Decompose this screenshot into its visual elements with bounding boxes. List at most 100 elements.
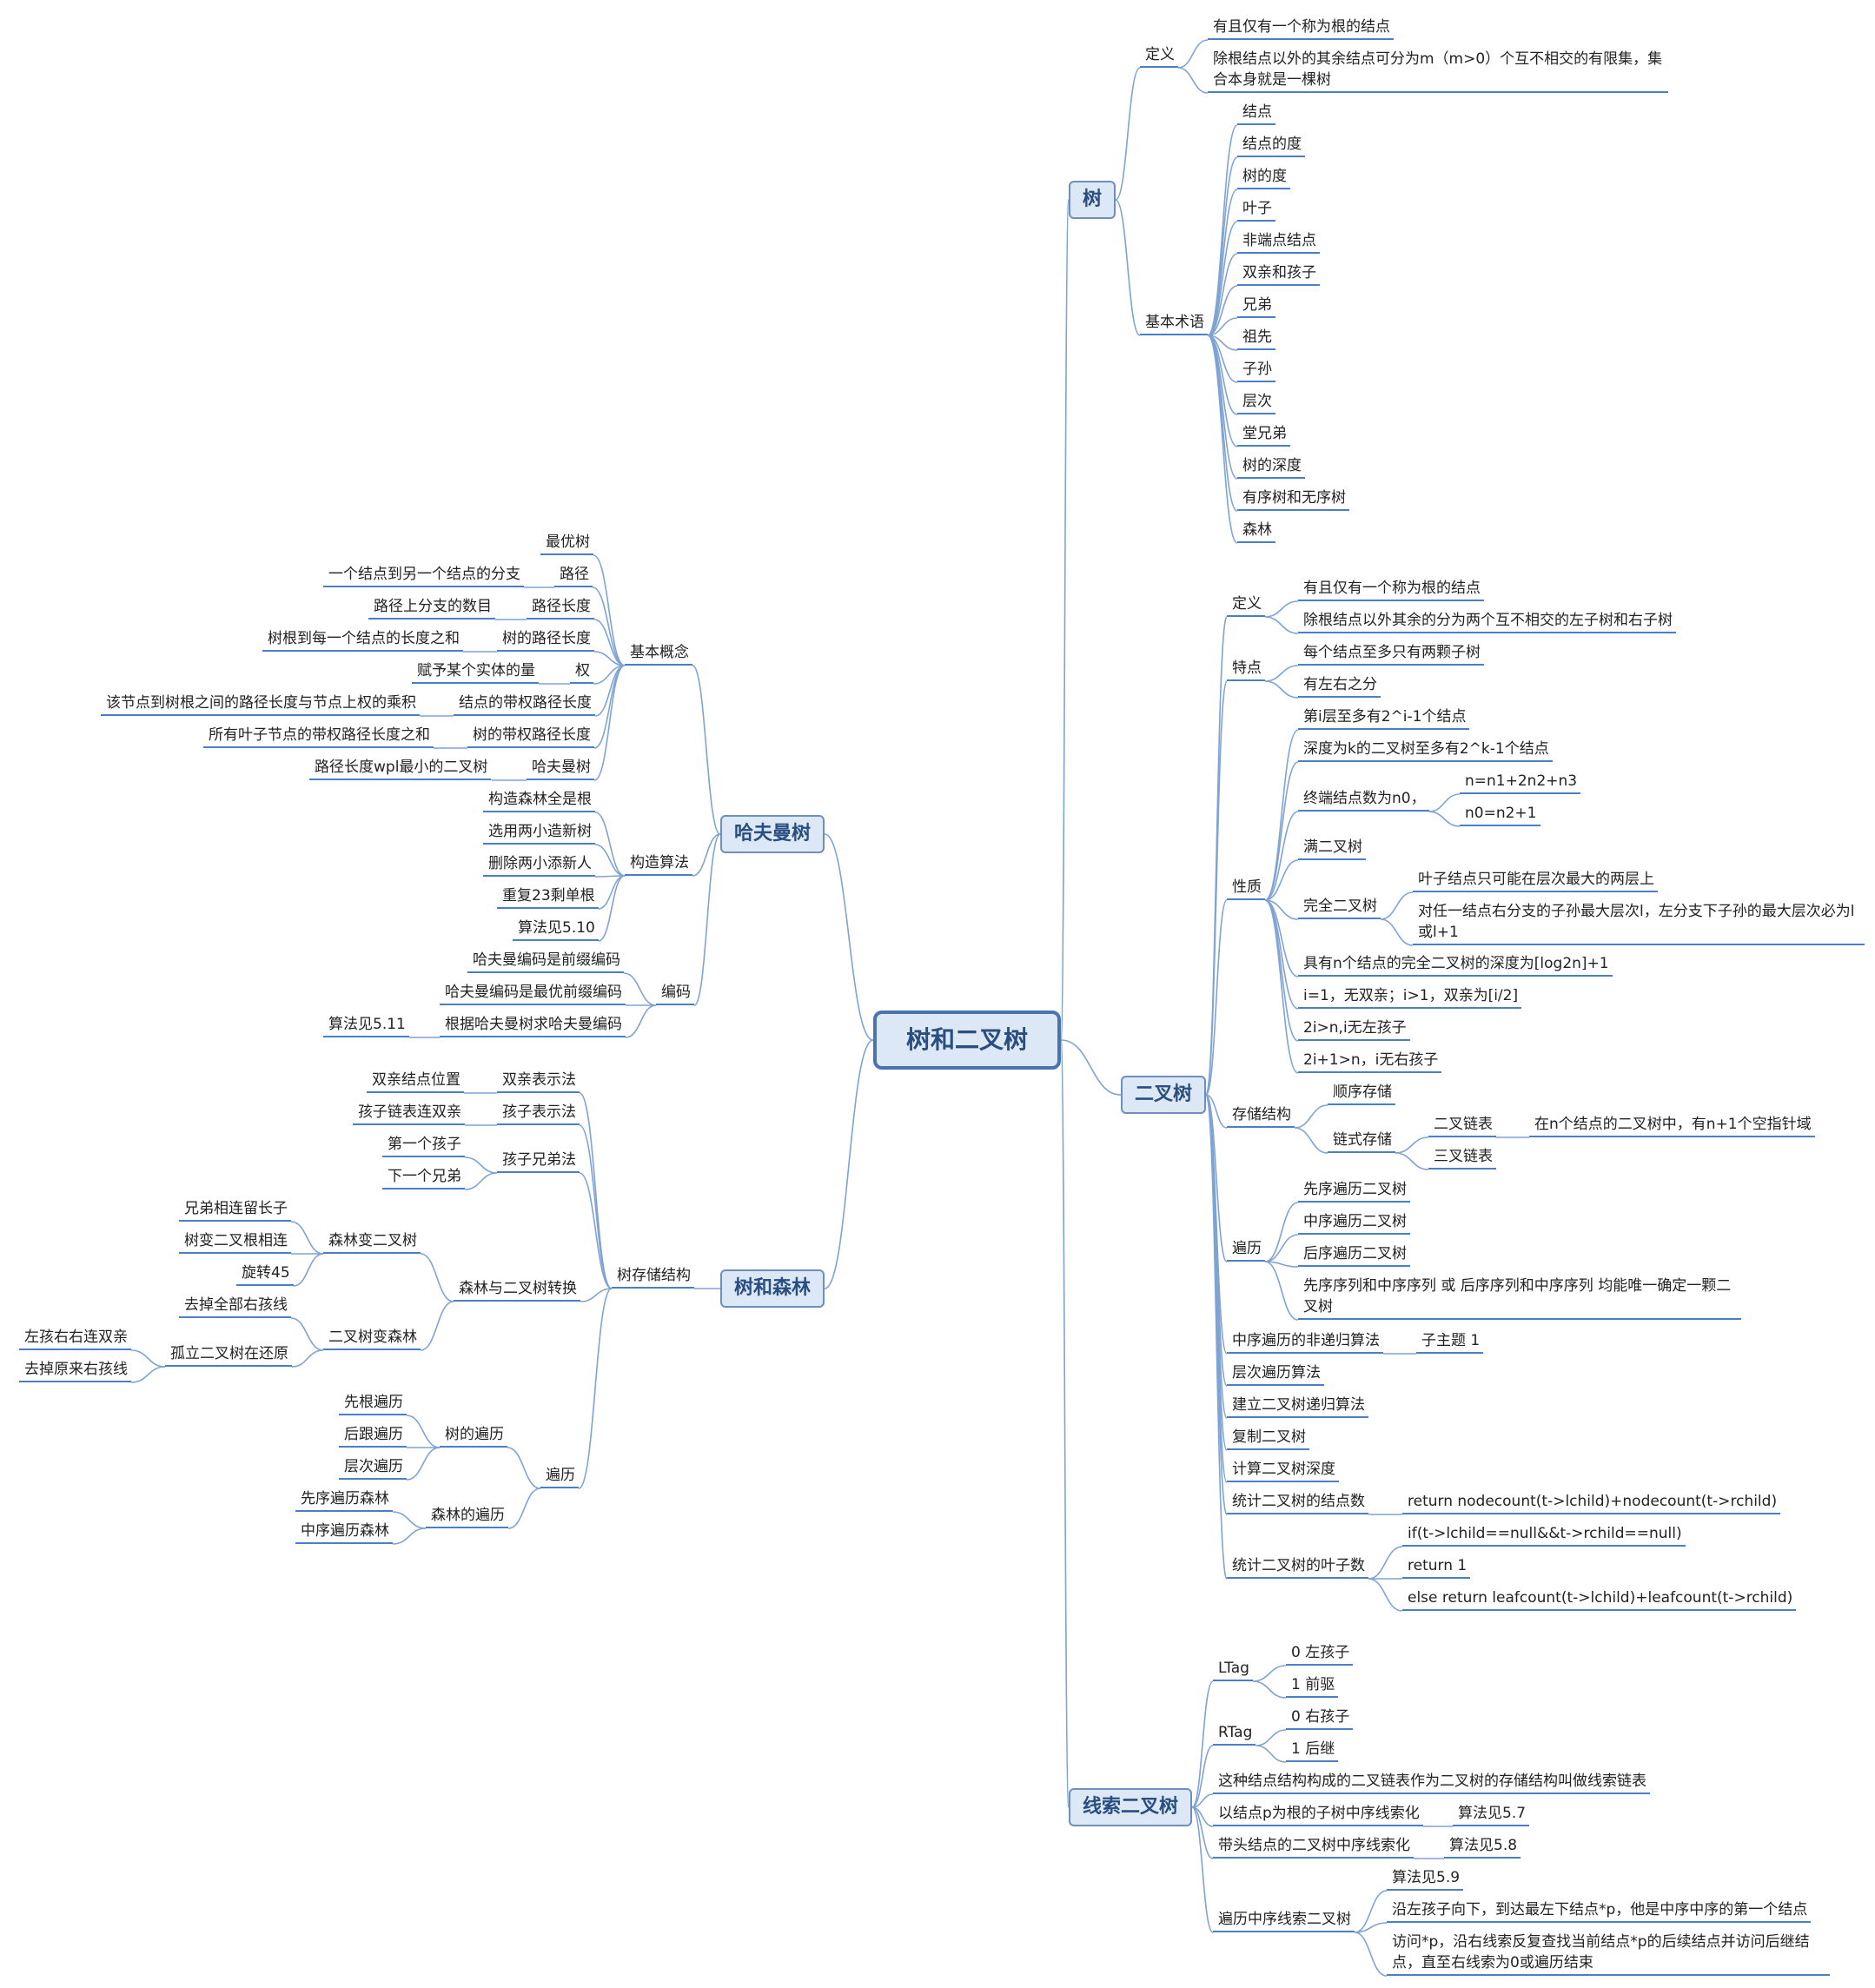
topic-tree-and-forest[interactable]: 树和森林 <box>720 1269 825 1308</box>
tree-traversal-item[interactable]: 先根遍历 <box>339 1391 407 1415</box>
concept-name[interactable]: 路径 <box>554 563 593 587</box>
child-sibling-item[interactable]: 第一个孩子 <box>382 1133 465 1157</box>
term-item[interactable]: 祖先 <box>1237 326 1275 350</box>
tree-def-item[interactable]: 除根结点以外的其余结点可分为m（m>0）个互不相交的有限集，集合本身就是一棵树 <box>1208 48 1668 93</box>
root-topic[interactable]: 树和二叉树 <box>873 1011 1062 1070</box>
binary-linked-list[interactable]: 二叉链表 <box>1428 1113 1496 1137</box>
thread-list-def[interactable]: 这种结点结构构成的二叉链表作为二叉树的存储结构叫做线索链表 <box>1213 1770 1650 1794</box>
conversion-step[interactable]: 孤立二叉树在还原 <box>165 1342 292 1367</box>
topic-tree[interactable]: 树 <box>1069 181 1116 219</box>
child-representation[interactable]: 孩子表示法 <box>497 1101 580 1125</box>
term-item[interactable]: 层次 <box>1237 390 1275 414</box>
tree-basic-terms[interactable]: 基本术语 <box>1140 311 1208 335</box>
parent-representation-note[interactable]: 双亲结点位置 <box>367 1069 464 1093</box>
conversion-step[interactable]: 左孩右右连双亲 <box>19 1326 131 1350</box>
concept-desc[interactable]: 所有叶子节点的带权路径长度之和 <box>203 724 434 748</box>
huffman-coding[interactable]: 编码 <box>656 981 694 1005</box>
tree-traversal[interactable]: 树的遍历 <box>440 1423 507 1448</box>
bt-definition[interactable]: 定义 <box>1227 593 1265 617</box>
rtag[interactable]: RTag <box>1213 1721 1256 1746</box>
count-nodes[interactable]: 统计二叉树的结点数 <box>1227 1490 1368 1514</box>
rtag-item[interactable]: 0 右孩子 <box>1286 1706 1354 1730</box>
term-item[interactable]: 结点 <box>1237 101 1275 125</box>
tree-definition[interactable]: 定义 <box>1140 43 1178 68</box>
forest-traversal[interactable]: 遍历 <box>540 1464 579 1488</box>
term-item[interactable]: 双亲和孩子 <box>1237 262 1320 286</box>
concept-name[interactable]: 树的路径长度 <box>497 627 594 652</box>
forest-traversal-item[interactable]: 先序遍历森林 <box>295 1488 393 1512</box>
build-step[interactable]: 重复23剩单根 <box>497 885 599 909</box>
concept-name[interactable]: 结点的带权路径长度 <box>454 692 595 716</box>
build-step[interactable]: 算法见5.10 <box>513 917 599 941</box>
count-nodes-code[interactable]: return nodecount(t->lchild)+nodecount(t-… <box>1402 1490 1781 1514</box>
traversal-item[interactable]: 先序序列和中序序列 或 后序序列和中序序列 均能唯一确定一颗二叉树 <box>1298 1275 1741 1320</box>
traverse-threaded-item[interactable]: 算法见5.9 <box>1387 1866 1464 1891</box>
property-detail[interactable]: 叶子结点只可能在层次最大的两层上 <box>1413 868 1658 892</box>
level-order-algorithm[interactable]: 层次遍历算法 <box>1227 1362 1324 1386</box>
tree-storage-structure[interactable]: 树存储结构 <box>612 1264 694 1289</box>
traverse-threaded-item[interactable]: 访问*p，沿右线索反复查找当前结点*p的后续结点并访问后继结点，直至右线索为0或… <box>1387 1931 1830 1976</box>
ltag-item[interactable]: 0 左孩子 <box>1286 1641 1354 1666</box>
term-item[interactable]: 叶子 <box>1237 197 1275 222</box>
property-item[interactable]: 2i+1>n，i无右孩子 <box>1298 1049 1442 1073</box>
tree-def-item[interactable]: 有且仅有一个称为根的结点 <box>1208 16 1394 40</box>
build-recursive[interactable]: 建立二叉树递归算法 <box>1227 1394 1368 1418</box>
sub-topic-1[interactable]: 子主题 1 <box>1416 1329 1484 1354</box>
huffman-basic-concepts[interactable]: 基本概念 <box>625 641 692 666</box>
traversal-item[interactable]: 后序遍历二叉树 <box>1298 1242 1410 1267</box>
concept-desc[interactable]: 一个结点到另一个结点的分支 <box>323 563 524 587</box>
bt-traversal[interactable]: 遍历 <box>1227 1237 1265 1262</box>
conversion-step[interactable]: 去掉原来右孩线 <box>19 1358 131 1382</box>
coding-item[interactable]: 根据哈夫曼树求哈夫曼编码 <box>440 1013 626 1037</box>
concept-desc[interactable]: 赋予某个实体的量 <box>412 659 539 684</box>
term-item[interactable]: 兄弟 <box>1237 294 1275 318</box>
forest-binary-conversion[interactable]: 森林与二叉树转换 <box>454 1277 580 1302</box>
ltag[interactable]: LTag <box>1213 1657 1253 1681</box>
ltag-item[interactable]: 1 前驱 <box>1286 1673 1339 1698</box>
thread-head-inorder[interactable]: 带头结点的二叉树中序线索化 <box>1213 1834 1414 1859</box>
term-item[interactable]: 树的深度 <box>1237 454 1305 479</box>
topic-huffman-tree[interactable]: 哈夫曼树 <box>720 815 825 853</box>
property-item[interactable]: 第i层至多有2^i-1个结点 <box>1298 706 1470 730</box>
concept-desc[interactable]: 树根到每一个结点的长度之和 <box>262 627 463 652</box>
traversal-item[interactable]: 中序遍历二叉树 <box>1298 1210 1410 1235</box>
binary-tree-to-forest[interactable]: 二叉树变森林 <box>323 1326 421 1350</box>
algorithm-ref[interactable]: 算法见5.11 <box>323 1013 409 1037</box>
concept-name[interactable]: 树的带权路径长度 <box>467 724 594 748</box>
bt-feature-item[interactable]: 每个结点至多只有两颗子树 <box>1298 641 1484 666</box>
bt-features[interactable]: 特点 <box>1227 657 1265 681</box>
coding-item[interactable]: 哈夫曼编码是最优前缀编码 <box>440 981 626 1005</box>
property-item[interactable]: 深度为k的二叉树至多有2^k-1个结点 <box>1298 738 1553 762</box>
count-leaves-code[interactable]: return 1 <box>1402 1554 1471 1579</box>
bt-def-item[interactable]: 除根结点以外其余的分为两个互不相交的左子树和右子树 <box>1298 609 1676 633</box>
forest-traversal-item[interactable]: 中序遍历森林 <box>295 1520 393 1544</box>
build-step[interactable]: 构造森林全是根 <box>483 788 595 812</box>
conversion-step[interactable]: 树变二叉根相连 <box>179 1229 291 1254</box>
property-item[interactable]: i=1，无双亲；i>1，双亲为[i/2] <box>1298 984 1522 1009</box>
inorder-non-recursive[interactable]: 中序遍历的非递归算法 <box>1227 1329 1383 1354</box>
child-sibling-representation[interactable]: 孩子兄弟法 <box>497 1149 580 1173</box>
compute-depth[interactable]: 计算二叉树深度 <box>1227 1458 1339 1482</box>
thread-subtree-inorder[interactable]: 以结点p为根的子树中序线索化 <box>1213 1802 1423 1826</box>
conversion-step[interactable]: 旋转45 <box>236 1262 294 1286</box>
build-step[interactable]: 选用两小造新树 <box>483 820 595 845</box>
algorithm-ref[interactable]: 算法见5.7 <box>1453 1802 1530 1826</box>
term-item[interactable]: 森林 <box>1237 519 1275 543</box>
property-detail[interactable]: 对任一结点右分支的子孙最大层次l，左分支下子孙的最大层次必为l或l+1 <box>1413 900 1865 945</box>
bt-storage[interactable]: 存储结构 <box>1227 1103 1295 1128</box>
forest-traversal-group[interactable]: 森林的遍历 <box>426 1504 508 1528</box>
topic-threaded-binary-tree[interactable]: 线索二叉树 <box>1069 1788 1193 1826</box>
term-item[interactable]: 树的度 <box>1237 165 1290 189</box>
tree-traversal-item[interactable]: 层次遍历 <box>339 1455 407 1480</box>
huffman-build-algorithm[interactable]: 构造算法 <box>625 852 692 876</box>
term-item[interactable]: 子孙 <box>1237 358 1275 382</box>
parent-representation[interactable]: 双亲表示法 <box>497 1069 580 1093</box>
bt-feature-item[interactable]: 有左右之分 <box>1298 673 1381 698</box>
concept-name[interactable]: 路径长度 <box>527 595 594 620</box>
concept-name[interactable]: 哈夫曼树 <box>527 756 594 780</box>
build-step[interactable]: 删除两小添新人 <box>483 852 595 877</box>
term-item[interactable]: 有序树和无序树 <box>1237 487 1349 511</box>
copy-binary-tree[interactable]: 复制二叉树 <box>1227 1426 1309 1450</box>
linked-storage[interactable]: 链式存储 <box>1328 1129 1395 1153</box>
concept-desc[interactable]: 路径上分支的数目 <box>368 595 495 620</box>
